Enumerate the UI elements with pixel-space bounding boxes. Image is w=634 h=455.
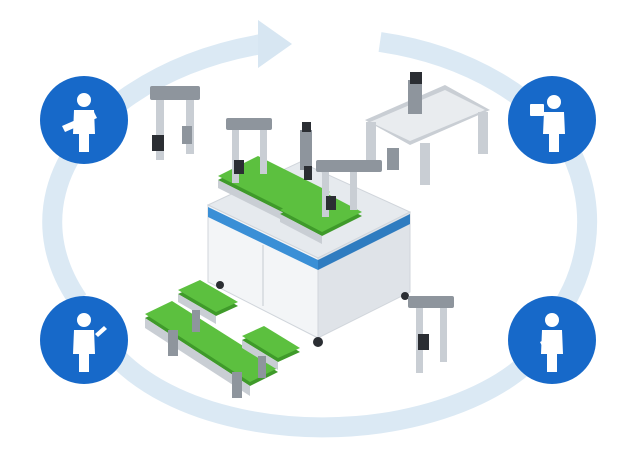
floor-conveyor-long [145, 301, 278, 398]
worker-logistics-icon [530, 95, 565, 152]
gantry-small-left [150, 86, 200, 160]
floor-conveyor-short-right [242, 326, 300, 378]
gantry-on-cabinet-left [226, 118, 272, 183]
floor-conveyor-short-upper [178, 280, 238, 332]
worker-operator-icon [62, 93, 97, 152]
worker-badge-maintenance [508, 296, 596, 384]
worker-maintenance-icon [540, 313, 563, 372]
worker-badge-technician [40, 296, 128, 384]
gantry-large-right [365, 72, 490, 185]
gantry-on-cabinet-center [300, 122, 312, 180]
gantry-on-cabinet-right [316, 160, 382, 217]
worker-badge-logistics [508, 76, 596, 164]
worker-technician-icon [73, 313, 107, 372]
worker-badge-operator [40, 76, 128, 164]
conveyor-on-cabinet-rear [280, 190, 362, 244]
ring-arrow-head [258, 20, 292, 68]
ring-arc-bottom [102, 343, 538, 438]
gantry-small-right [408, 296, 454, 373]
